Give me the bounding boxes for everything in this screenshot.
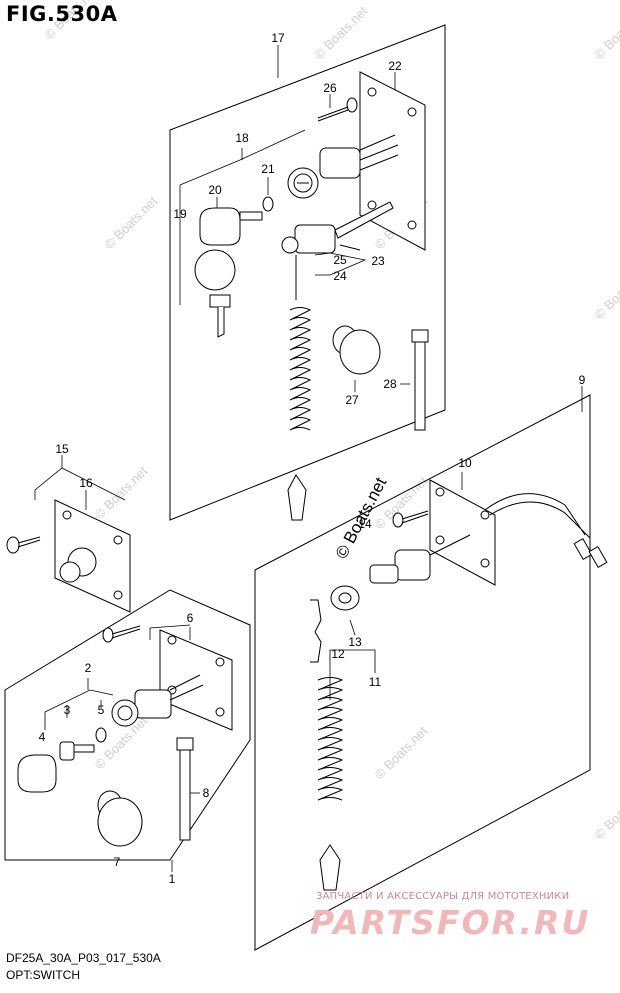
group-box-17 bbox=[169, 24, 446, 521]
callout-11: 11 bbox=[369, 675, 382, 689]
callout-26: 26 bbox=[323, 81, 337, 95]
group-box-1 bbox=[4, 589, 251, 861]
callout-15: 15 bbox=[55, 442, 69, 456]
model-code: DF25A_30A_P03_017_530A bbox=[6, 951, 161, 965]
coiled-lanyard-right bbox=[310, 599, 344, 891]
cable-tie-8 bbox=[176, 737, 194, 841]
cap-27 bbox=[332, 325, 381, 375]
callout-2: 2 bbox=[85, 661, 92, 675]
nut-13 bbox=[330, 585, 360, 611]
group-box-9 bbox=[254, 394, 591, 951]
ignition-switch-lower bbox=[111, 674, 204, 727]
callout-21: 21 bbox=[261, 162, 275, 176]
mounting-plate-10 bbox=[429, 479, 496, 586]
figure-title: FIG.530A bbox=[6, 2, 118, 26]
ignition-switch bbox=[287, 134, 399, 199]
wire-harness bbox=[484, 493, 591, 539]
o-ring-5 bbox=[95, 727, 107, 743]
callout-23: 23 bbox=[371, 254, 385, 268]
callout-6: 6 bbox=[187, 611, 194, 625]
watermark-text: © Boats.net bbox=[92, 463, 151, 522]
callout-numbers: 1 2 3 4 5 6 7 8 9 10 11 12 13 14 15 16 1… bbox=[39, 31, 586, 886]
callout-24: 24 bbox=[333, 269, 347, 283]
callout-8: 8 bbox=[203, 786, 210, 800]
lower-left-assembly bbox=[17, 625, 233, 847]
key-3 bbox=[59, 741, 95, 761]
callout-16: 16 bbox=[79, 476, 93, 490]
callout-14: 14 bbox=[358, 517, 372, 531]
callout-3: 3 bbox=[64, 703, 71, 717]
watermark-text: © Boats.net bbox=[372, 723, 431, 782]
callout-9: 9 bbox=[579, 373, 586, 387]
brand-logo: PARTSFOR.RU bbox=[310, 903, 591, 942]
stop-switch-right bbox=[369, 534, 471, 584]
screw-14 bbox=[392, 510, 429, 528]
callout-10: 10 bbox=[458, 456, 472, 470]
callout-28: 28 bbox=[383, 377, 397, 391]
stop-switch-assembly-15 bbox=[6, 499, 131, 613]
mounting-plate-6 bbox=[159, 629, 233, 731]
cable-tie-28 bbox=[411, 329, 429, 431]
cap-7 bbox=[97, 790, 143, 847]
watermark-text: © Boats.net bbox=[592, 263, 620, 322]
callout-12: 12 bbox=[331, 647, 345, 661]
callout-4: 4 bbox=[39, 730, 46, 744]
coiled-lanyard-upper bbox=[287, 255, 312, 521]
callout-1: 1 bbox=[169, 872, 176, 886]
callout-20: 20 bbox=[208, 183, 222, 197]
screw-6 bbox=[102, 625, 141, 643]
key-set-upper bbox=[194, 207, 263, 338]
watermark-text: © Boats.net bbox=[592, 3, 620, 62]
group-boxes bbox=[4, 24, 591, 951]
brand-tagline: ЗАПЧАСТИ И АКСЕССУАРЫ ДЛЯ МОТОТЕХНИКИ bbox=[316, 891, 570, 902]
callout-27: 27 bbox=[345, 393, 359, 407]
o-ring-21 bbox=[262, 196, 274, 212]
callout-17: 17 bbox=[271, 31, 285, 45]
callout-25: 25 bbox=[333, 253, 347, 267]
key-cover-4 bbox=[17, 754, 57, 793]
callout-22: 22 bbox=[388, 59, 402, 73]
watermark-text: © Boats.net bbox=[102, 193, 161, 252]
watermark-text: © Boats.net bbox=[312, 3, 371, 62]
stop-switch bbox=[281, 201, 394, 254]
upper-switch-assembly bbox=[194, 71, 429, 521]
screw-26 bbox=[317, 97, 358, 122]
section-name: OPT:SWITCH bbox=[6, 968, 80, 982]
callout-5: 5 bbox=[98, 703, 105, 717]
callout-7: 7 bbox=[114, 855, 121, 869]
watermark-text: © Boats.net bbox=[592, 783, 620, 842]
callout-13: 13 bbox=[348, 635, 362, 649]
callout-18: 18 bbox=[235, 131, 249, 145]
screw-15 bbox=[6, 536, 41, 554]
callout-19: 19 bbox=[173, 207, 187, 221]
right-switch-assembly bbox=[310, 479, 608, 891]
